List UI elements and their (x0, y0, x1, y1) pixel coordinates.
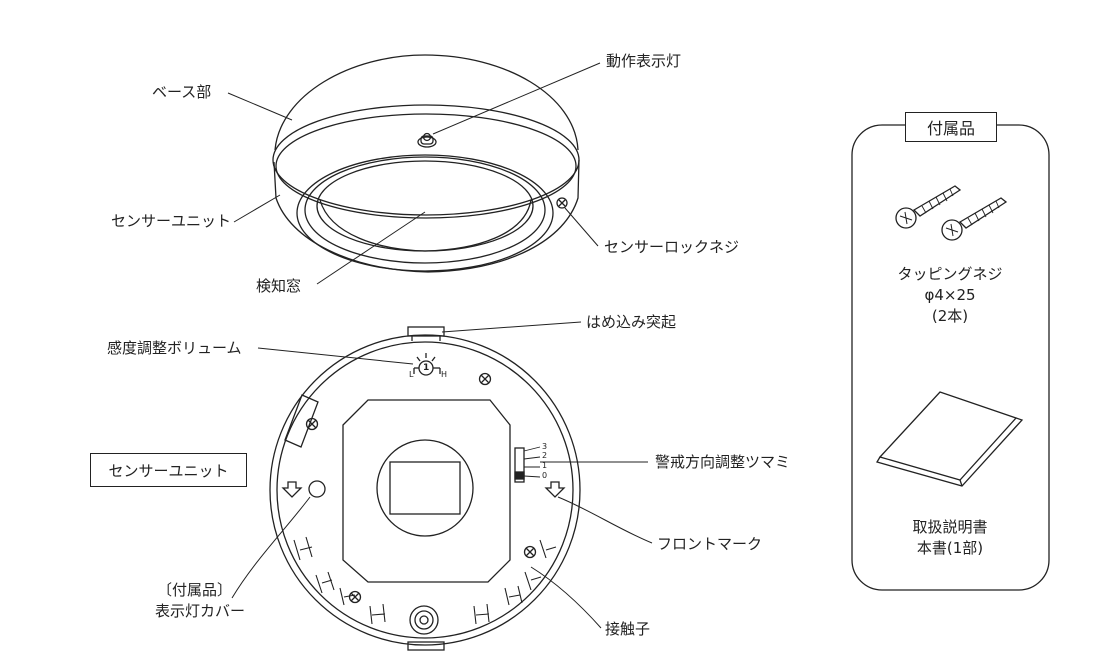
label-contact: 接触子 (605, 620, 651, 638)
label-accessory-cover-2: 表示灯カバー (155, 602, 246, 620)
unit-inner-ring (276, 341, 574, 639)
tapping-screw-icon (895, 185, 962, 229)
label-indicator-lamp: 動作表示灯 (606, 52, 682, 70)
base-dome (274, 54, 579, 151)
accessory-title: 付属品 (905, 112, 997, 142)
front-mark-arrow-right-icon (544, 481, 566, 498)
manual-label-line1: 取扱説明書 (912, 518, 988, 536)
lens-ring-outer (296, 154, 554, 272)
unit-outer-ring (269, 334, 581, 646)
lock-screw-icon (556, 197, 568, 209)
bottom-tab (407, 641, 445, 651)
manual-label-line2: 本書(1部) (916, 539, 984, 557)
screw-label-line1: タッピングネジ (897, 265, 1003, 283)
screw-icon (305, 417, 319, 431)
knob-scale-0: 0 (542, 471, 548, 480)
manual-booklet-icon (876, 391, 1024, 487)
screw-label-line2: φ4×25 (924, 286, 976, 304)
dial-center-mark: 1 (423, 363, 430, 373)
label-lock-screw: センサーロックネジ (604, 238, 740, 256)
knob-scale-2: 2 (542, 451, 548, 460)
dial-low-mark: L (409, 370, 414, 379)
screw-label-line3: (2本) (931, 307, 969, 325)
contact-terminals (293, 536, 557, 625)
side-notch (284, 394, 319, 448)
label-base: ベース部 (152, 83, 212, 101)
indicator-cover-hole (308, 480, 326, 498)
bottom-contact (409, 605, 439, 635)
detection-window-inner (319, 199, 532, 252)
screw-icon (478, 372, 492, 386)
label-sensitivity-volume: 感度調整ボリューム (107, 339, 242, 357)
lens-ring-mid (304, 156, 546, 264)
base-rim-inner (275, 113, 577, 219)
lens-window (389, 461, 461, 515)
sensitivity-volume-icon[interactable] (413, 353, 441, 376)
indicator-lamp-icon (417, 132, 437, 148)
knob-scale-3: 3 (542, 442, 548, 451)
dial-high-mark: H (441, 370, 448, 379)
leader-lines-top (227, 62, 601, 285)
detection-window (316, 160, 534, 252)
label-detection-window: 検知窓 (256, 277, 302, 295)
sensor-unit-body (273, 159, 580, 273)
label-front-mark: フロントマーク (657, 535, 763, 553)
screw-icon (523, 545, 537, 559)
label-snap-protrusion: はめ込み突起 (586, 313, 677, 331)
leader-lines-plan (231, 321, 653, 629)
front-mark-arrow-left-icon (281, 481, 303, 498)
screw-icon (348, 590, 362, 604)
label-sensor-unit: センサーユニット (111, 212, 232, 230)
inner-plate (342, 399, 511, 583)
sensor-unit-boxed-label: センサーユニット (90, 453, 247, 487)
tapping-screw-icon (941, 197, 1008, 241)
label-accessory-cover-1: 〔付属品〕 (157, 581, 233, 599)
sensor-perspective-view (272, 54, 580, 273)
sensor-unit-plan-view (269, 326, 581, 651)
label-direction-knob: 警戒方向調整ツマミ (655, 453, 791, 471)
knob-scale-1: 1 (542, 461, 548, 470)
direction-knob[interactable] (514, 447, 525, 483)
lens-ring (376, 439, 474, 537)
